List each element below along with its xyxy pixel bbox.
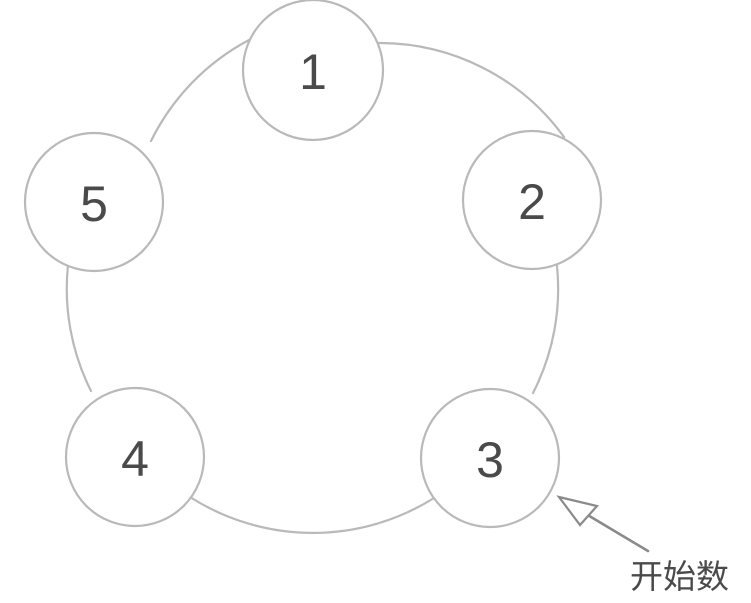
node-3-circle[interactable] <box>419 387 561 529</box>
node-5-circle[interactable] <box>23 131 165 273</box>
node-5[interactable]: 5 <box>23 131 165 273</box>
start-annotation-label: 开始数 <box>630 557 729 596</box>
arc-node2-to-node3 <box>531 264 560 395</box>
arc-node4-to-node5 <box>65 263 93 393</box>
node-4[interactable]: 4 <box>64 386 206 528</box>
arc-node3-to-node4 <box>188 495 436 534</box>
node-4-circle[interactable] <box>64 386 206 528</box>
node-3-label: 3 <box>476 432 504 488</box>
node-1[interactable]: 1 <box>241 0 385 142</box>
arc-node1-to-node2 <box>377 41 566 139</box>
node-2-label: 2 <box>518 174 546 230</box>
node-3[interactable]: 3 <box>419 387 561 529</box>
ring-arc-group <box>65 38 566 534</box>
arrow-head-icon <box>556 495 600 527</box>
start-annotation-arrow <box>556 495 650 553</box>
arrow-shaft <box>584 512 650 553</box>
arc-node5-to-node1 <box>149 38 251 143</box>
node-4-label: 4 <box>121 431 149 487</box>
node-1-circle[interactable] <box>241 0 385 142</box>
node-5-label: 5 <box>80 176 108 232</box>
node-2-circle[interactable] <box>461 129 603 271</box>
node-2[interactable]: 2 <box>461 129 603 271</box>
node-1-label: 1 <box>299 44 327 100</box>
